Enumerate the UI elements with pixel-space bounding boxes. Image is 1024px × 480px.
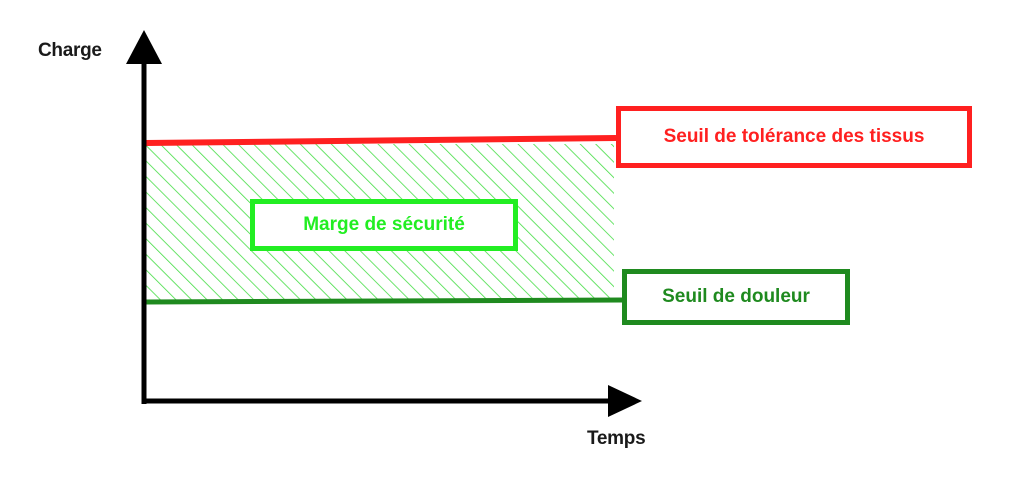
y-axis-label: Charge [38,40,102,61]
pain-threshold-line [145,297,623,305]
x-axis-label: Temps [587,428,646,449]
pain-threshold-label: Seuil de douleur [622,269,850,325]
tolerance-threshold-line [145,135,617,146]
safety-margin-label: Marge de sécurité [250,199,518,251]
x-axis-arrow [608,385,642,417]
y-axis-arrow [126,30,162,64]
tolerance-threshold-label: Seuil de tolérance des tissus [616,106,972,168]
